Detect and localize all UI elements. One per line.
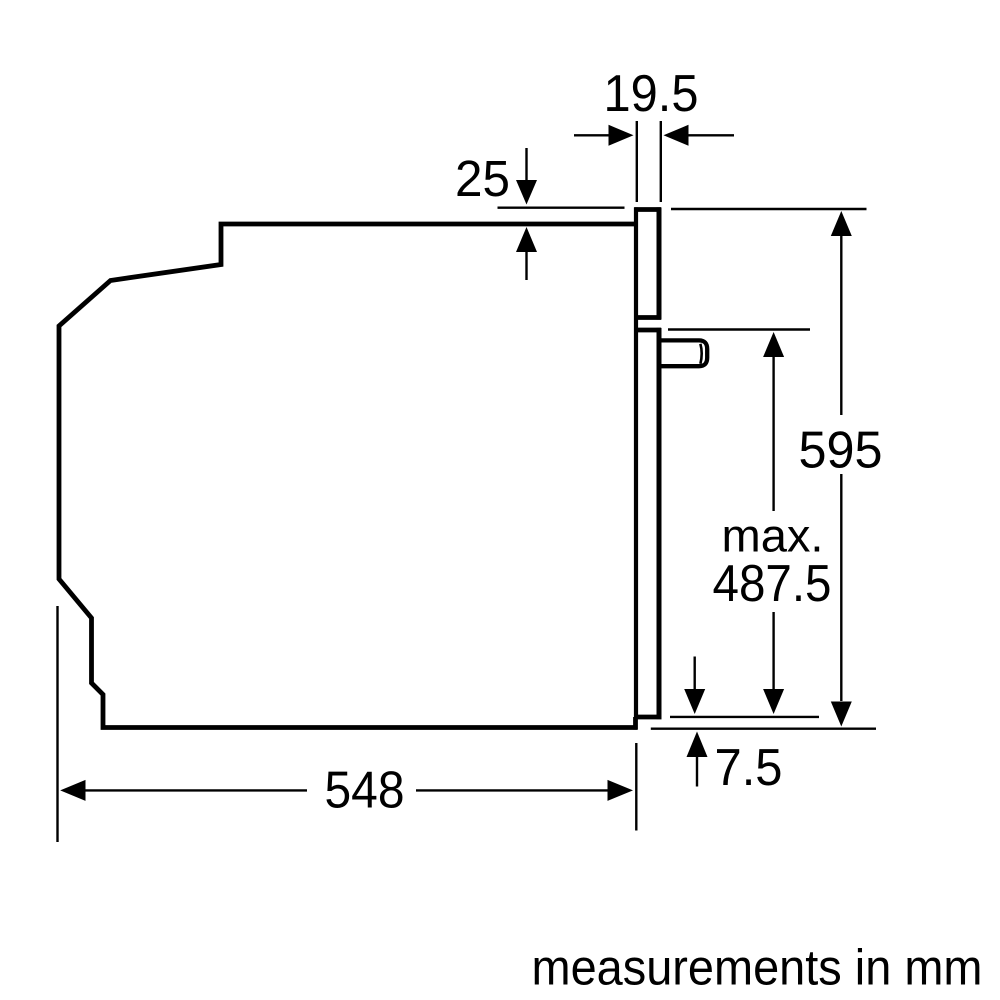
svg-text:max.: max.	[722, 510, 824, 562]
svg-text:19.5: 19.5	[604, 65, 699, 123]
svg-text:measurements in mm: measurements in mm	[532, 940, 983, 996]
svg-text:595: 595	[799, 422, 883, 480]
svg-text:7.5: 7.5	[715, 739, 783, 797]
svg-text:548: 548	[325, 762, 405, 820]
svg-text:25: 25	[455, 150, 510, 207]
svg-text:487.5: 487.5	[713, 555, 832, 613]
